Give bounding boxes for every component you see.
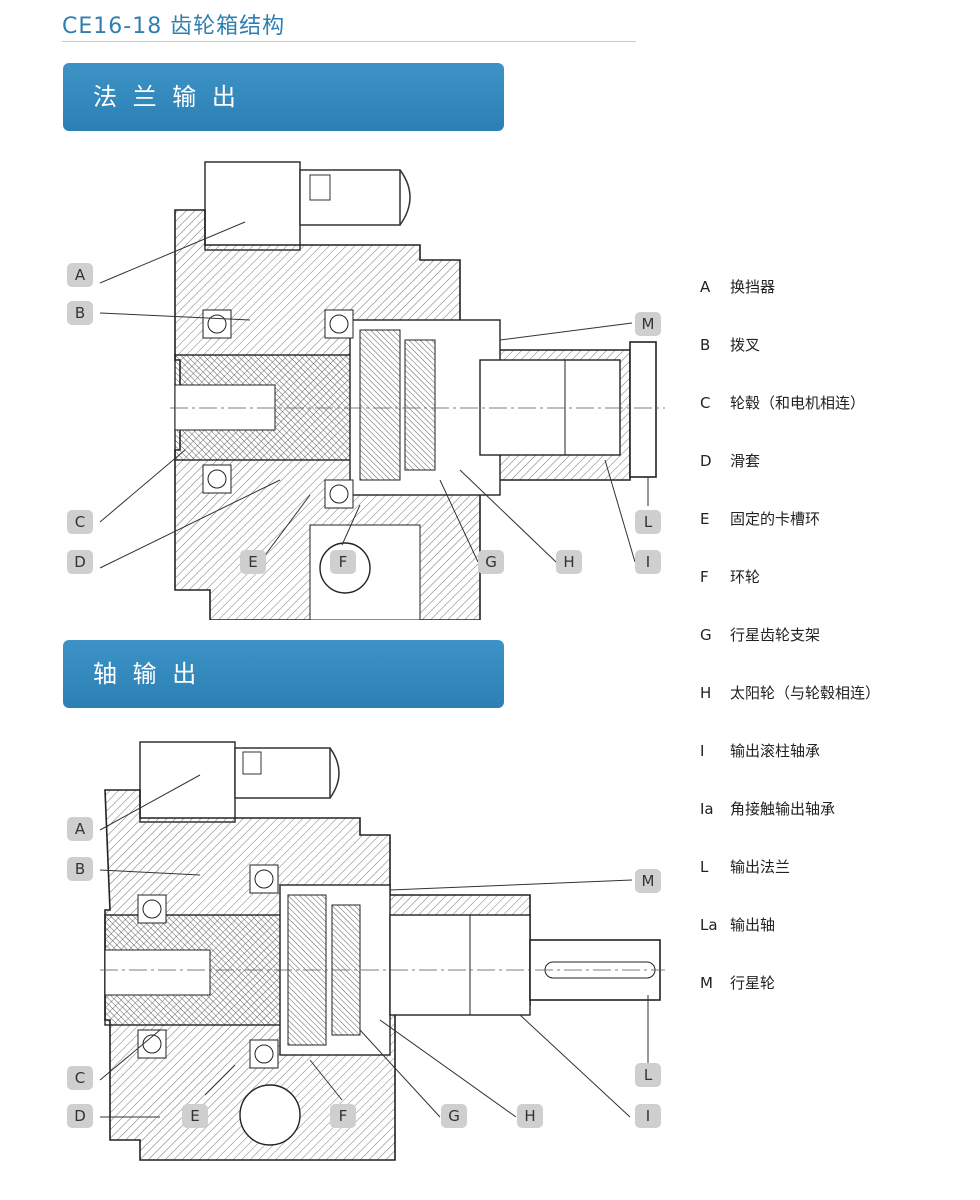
legend-key: F bbox=[700, 568, 709, 586]
callout-d-bottom: D bbox=[67, 1104, 93, 1128]
legend-text: 行星轮 bbox=[730, 974, 776, 992]
legend-text: 输出滚柱轴承 bbox=[730, 742, 821, 760]
legend-text: 拨叉 bbox=[730, 336, 761, 354]
callout-g-top: G bbox=[478, 550, 504, 574]
section-banner-flange-output: 法 兰 输 出 bbox=[63, 63, 504, 131]
callout-l-bottom: L bbox=[635, 1063, 661, 1087]
legend-item: A 换挡器 bbox=[700, 276, 970, 334]
legend-key: H bbox=[700, 684, 712, 702]
legend-key: La bbox=[700, 916, 718, 934]
legend-text: 输出法兰 bbox=[730, 858, 791, 876]
title-divider bbox=[62, 41, 636, 42]
callout-g-bottom: G bbox=[441, 1104, 467, 1128]
gearbox-diagram-shaft-output bbox=[60, 730, 670, 1170]
callout-i-bottom: I bbox=[635, 1104, 661, 1128]
page-title: CE16-18 齿轮箱结构 bbox=[62, 14, 286, 39]
legend-key: D bbox=[700, 452, 712, 470]
legend-item: B 拨叉 bbox=[700, 334, 970, 392]
legend-item: C 轮毂（和电机相连） bbox=[700, 392, 970, 450]
callout-c-bottom: C bbox=[67, 1066, 93, 1090]
callout-h-bottom: H bbox=[517, 1104, 543, 1128]
callout-i-top: I bbox=[635, 550, 661, 574]
legend-item: I 输出滚柱轴承 bbox=[700, 740, 970, 798]
legend-key: L bbox=[700, 858, 709, 876]
legend-text: 环轮 bbox=[730, 568, 761, 586]
legend-item: La 输出轴 bbox=[700, 914, 970, 972]
callout-m-bottom: M bbox=[635, 869, 661, 893]
callout-e-bottom: E bbox=[182, 1104, 208, 1128]
legend-text: 滑套 bbox=[730, 452, 761, 470]
callout-b-bottom: B bbox=[67, 857, 93, 881]
gearbox-diagram-flange-output bbox=[60, 150, 670, 620]
legend-key: A bbox=[700, 278, 711, 296]
callout-a-bottom: A bbox=[67, 817, 93, 841]
callout-c-top: C bbox=[67, 510, 93, 534]
legend-text: 固定的卡槽环 bbox=[730, 510, 821, 528]
legend-item: L 输出法兰 bbox=[700, 856, 970, 914]
legend-key: Ia bbox=[700, 800, 714, 818]
callout-h-top: H bbox=[556, 550, 582, 574]
callout-d-top: D bbox=[67, 550, 93, 574]
legend-key: B bbox=[700, 336, 711, 354]
callout-m-top: M bbox=[635, 312, 661, 336]
section-banner-shaft-output: 轴 输 出 bbox=[63, 640, 504, 708]
legend-key: I bbox=[700, 742, 705, 760]
legend-item: E 固定的卡槽环 bbox=[700, 508, 970, 566]
legend-key: G bbox=[700, 626, 712, 644]
legend-item: G 行星齿轮支架 bbox=[700, 624, 970, 682]
legend-key: E bbox=[700, 510, 710, 528]
legend-item: M 行星轮 bbox=[700, 972, 970, 1030]
legend-item: H 太阳轮（与轮毂相连） bbox=[700, 682, 970, 740]
legend-text: 换挡器 bbox=[730, 278, 776, 296]
callout-f-top: F bbox=[330, 550, 356, 574]
legend-text: 角接触输出轴承 bbox=[730, 800, 836, 818]
legend-text: 输出轴 bbox=[730, 916, 776, 934]
legend-item: D 滑套 bbox=[700, 450, 970, 508]
parts-legend: A 换挡器 B 拨叉 C 轮毂（和电机相连） D 滑套 E 固定的卡槽环 F 环轮 G 行星齿… bbox=[700, 276, 970, 1030]
callout-e-top: E bbox=[240, 550, 266, 574]
callout-l-top: L bbox=[635, 510, 661, 534]
legend-key: M bbox=[700, 974, 713, 992]
legend-text: 太阳轮（与轮毂相连） bbox=[730, 684, 881, 702]
callout-f-bottom: F bbox=[330, 1104, 356, 1128]
legend-key: C bbox=[700, 394, 711, 412]
callout-a-top: A bbox=[67, 263, 93, 287]
legend-text: 行星齿轮支架 bbox=[730, 626, 821, 644]
legend-item: Ia 角接触输出轴承 bbox=[700, 798, 970, 856]
callout-b-top: B bbox=[67, 301, 93, 325]
legend-item: F 环轮 bbox=[700, 566, 970, 624]
legend-text: 轮毂（和电机相连） bbox=[730, 394, 866, 412]
